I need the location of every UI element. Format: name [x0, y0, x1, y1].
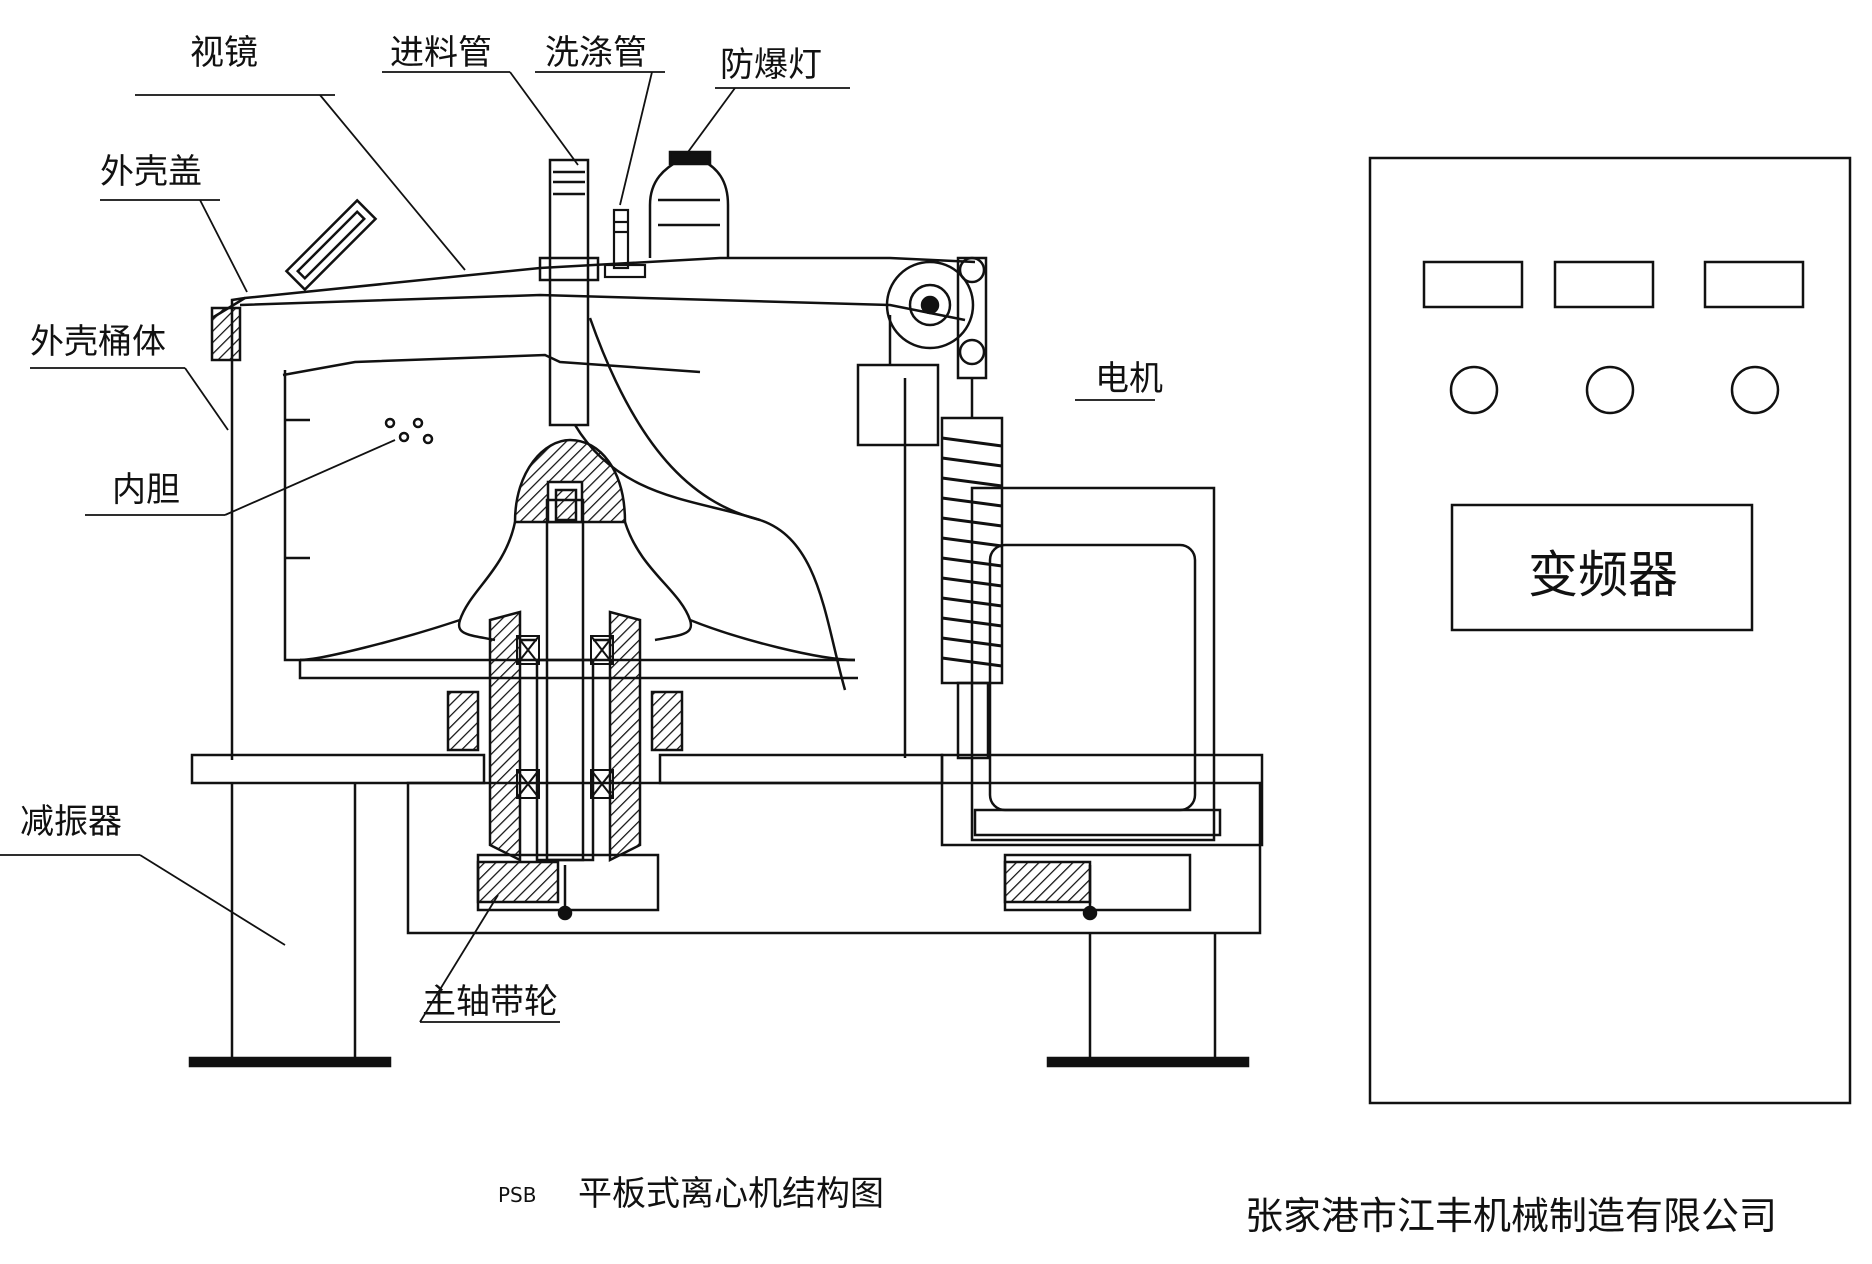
label-feed-pipe: 进料管 [390, 33, 492, 73]
control-cabinet [1368, 156, 1852, 1105]
label-motor: 电机 [1095, 359, 1163, 399]
label-damper: 减振器 [20, 802, 122, 842]
knob-1 [1449, 365, 1499, 415]
wash-pipe [603, 208, 647, 279]
inverter-box [1450, 503, 1754, 632]
knob-3 [1730, 365, 1780, 415]
leader-lines [0, 71, 1155, 1023]
hinge [856, 256, 988, 447]
label-spindle-pulley: 主轴带轮 [422, 982, 558, 1022]
caption-model: PSB [498, 1183, 537, 1207]
bearing-housing [446, 610, 684, 863]
display-window-1 [1422, 260, 1524, 309]
label-explosion-proof-lamp: 防爆灯 [720, 45, 822, 85]
damper-spring [940, 378, 1004, 760]
knob-2 [1585, 365, 1635, 415]
sight-glass [284, 198, 378, 292]
company-name: 张家港市江丰机械制造有限公司 [1245, 1194, 1778, 1238]
feed-pipe [538, 158, 600, 427]
display-window-2 [1553, 260, 1655, 309]
label-inverter: 变频器 [1528, 546, 1678, 604]
label-inner-basket: 内胆 [112, 470, 180, 510]
label-shell-barrel: 外壳桶体 [30, 322, 166, 362]
label-wash-pipe: 洗涤管 [545, 33, 647, 73]
lamp [648, 150, 730, 258]
label-shell-cover: 外壳盖 [100, 152, 202, 192]
label-sight-glass: 视镜 [190, 33, 258, 73]
display-window-3 [1703, 260, 1805, 309]
base-frame [188, 378, 1264, 1068]
main-shaft [535, 488, 595, 862]
spindle-pulley [476, 853, 660, 921]
hub [299, 438, 856, 662]
caption-title: 平板式离心机结构图 [578, 1174, 884, 1214]
motor-pulley [1003, 853, 1192, 921]
